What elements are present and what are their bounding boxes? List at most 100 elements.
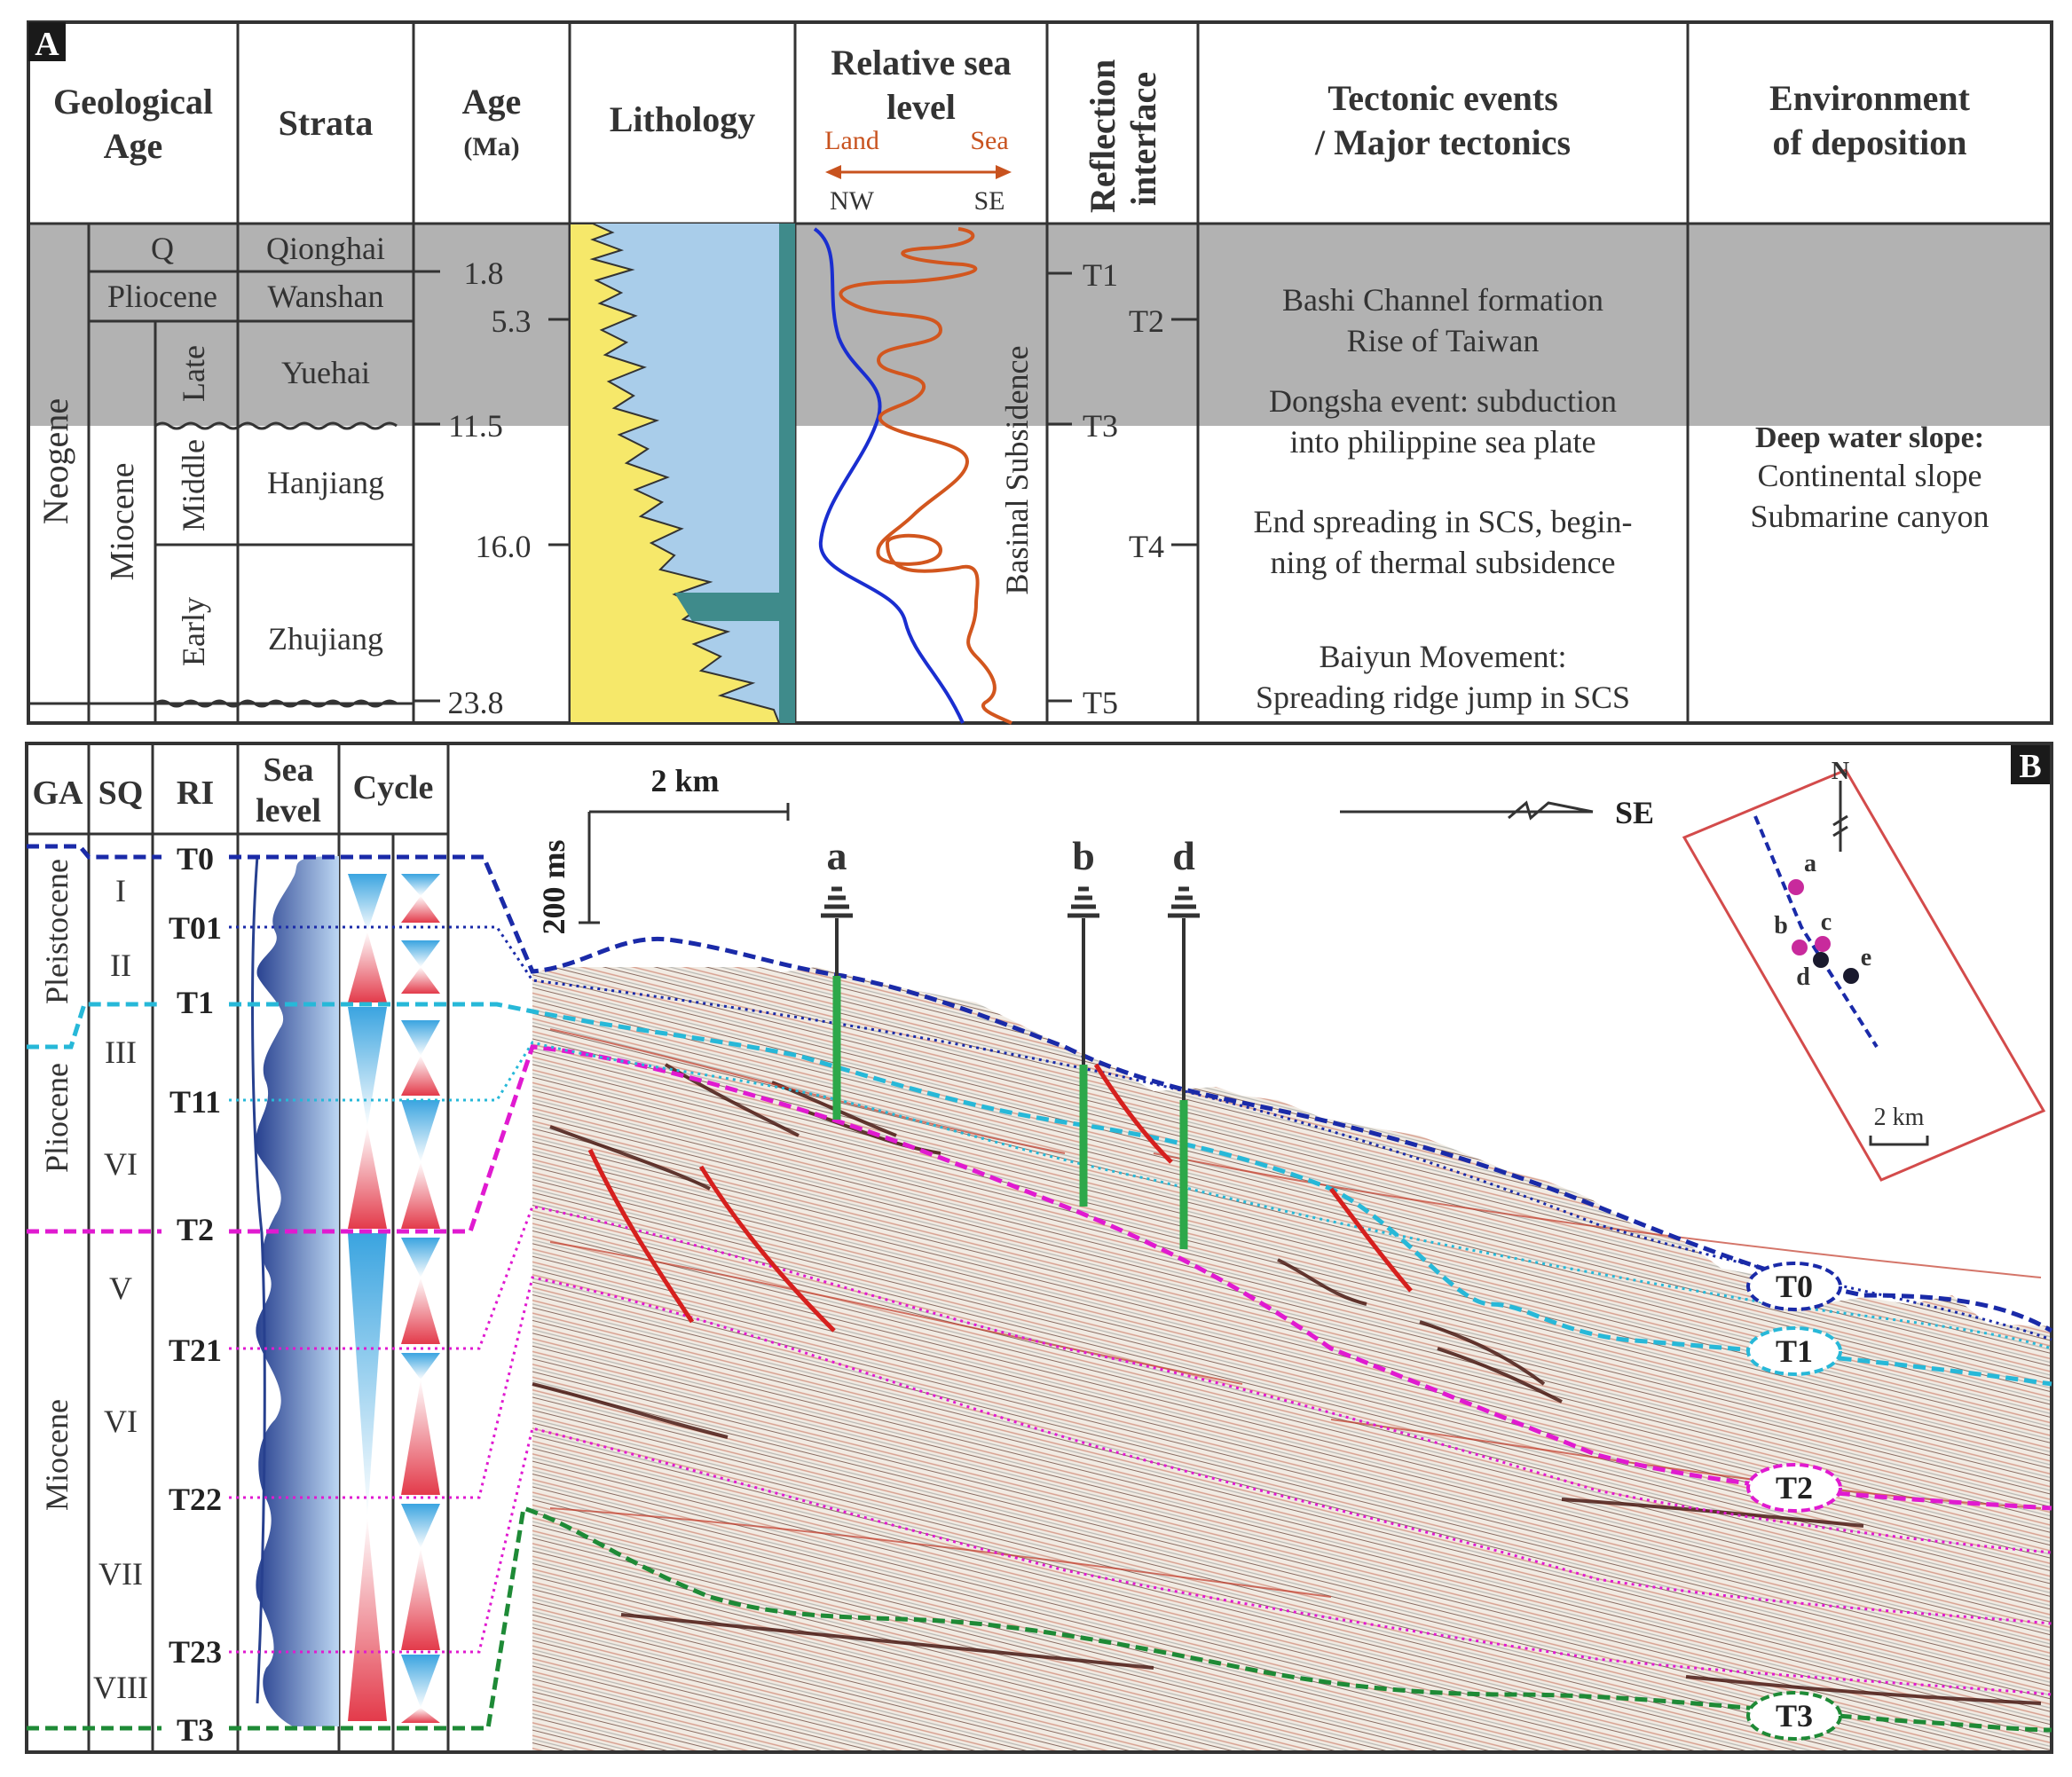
horizon-label-t1: T1 (1776, 1333, 1813, 1369)
sea-label: Sea (970, 126, 1008, 155)
inset-well-c: c (1821, 908, 1832, 936)
reflection-t4: T4 (1129, 529, 1164, 564)
age-5-3: 5.3 (492, 303, 532, 339)
sequence-vi-lower: VI (104, 1404, 138, 1439)
header-ri: RI (177, 774, 214, 812)
q-label: Q (151, 231, 174, 266)
header-level: level (256, 792, 321, 830)
scale-bar-label: 2 km (650, 763, 719, 798)
reflection-t3: T3 (1083, 408, 1118, 444)
tectonic-line-5: End spreading in SCS, begin- (1254, 504, 1633, 539)
lithology-column (569, 223, 795, 724)
ri-t21: T21 (169, 1333, 222, 1368)
well-d-label: d (1172, 833, 1195, 878)
tectonic-line-6: ning of thermal subsidence (1271, 545, 1616, 580)
well-d: d (1168, 833, 1200, 1249)
cycle-column (348, 874, 440, 1723)
header-reflection: Reflection (1083, 59, 1123, 213)
strata-hanjiang: Hanjiang (267, 465, 384, 500)
inset-well-a: a (1804, 850, 1816, 877)
age-1-8: 1.8 (464, 256, 504, 291)
ri-t23: T23 (169, 1634, 222, 1670)
header-interface: interface (1123, 72, 1163, 206)
header-strata: Strata (279, 103, 374, 143)
strata-wanshan: Wanshan (267, 279, 383, 314)
epoch-miocene: Miocene (39, 1399, 75, 1511)
basinal-subsidence: Basinal Subsidence (999, 346, 1035, 595)
strata-zhujiang: Zhujiang (268, 621, 383, 657)
ri-t3: T3 (177, 1712, 214, 1748)
direction-label: SE (1615, 795, 1654, 830)
header-major-tectonics: / Major tectonics (1314, 122, 1571, 162)
faults (587, 1063, 1413, 1333)
sequence-viii: VIII (93, 1670, 148, 1705)
header-sq: SQ (98, 774, 144, 812)
tectonic-line-4: into philippine sea plate (1290, 424, 1596, 460)
panel-b-border (25, 742, 2053, 1754)
location-inset: N a b c d e 2 km (1682, 758, 2046, 1182)
long-term-sea-level-curve (813, 227, 965, 724)
header-sea: Sea (264, 751, 314, 789)
tectonic-line-7: Baiyun Movement: (1320, 639, 1567, 674)
strata-yuehai: Yuehai (281, 355, 370, 390)
well-a-label: a (827, 833, 847, 878)
header-environment: Environment (1769, 78, 1971, 118)
environment-line-2: Submarine canyon (1751, 499, 1989, 534)
reflection-t1: T1 (1083, 257, 1118, 293)
tectonic-line-3: Dongsha event: subduction (1269, 383, 1617, 419)
miocene-label: Miocene (104, 463, 141, 581)
panel-a: A Geological Age Strata Age (Ma) Litholo… (27, 20, 2053, 725)
late-label: Late (176, 345, 211, 402)
horizon-t0 (27, 844, 2053, 1333)
tectonic-line-2: Rise of Taiwan (1347, 323, 1540, 358)
inset-well-d: d (1796, 963, 1810, 991)
sequence-vii: VII (98, 1556, 143, 1592)
panel-a-border (27, 20, 2053, 725)
short-term-sea-level-curve (839, 227, 1012, 725)
horizon-t2 (27, 1044, 2052, 1511)
header-deposition: of deposition (1773, 122, 1967, 162)
header-lithology: Lithology (610, 99, 755, 139)
ri-t22: T22 (169, 1482, 222, 1517)
inset-well-b: b (1774, 912, 1788, 940)
ri-t0: T0 (177, 841, 214, 877)
time-scale-label: 200 ms (536, 840, 571, 935)
horizon-label-t2: T2 (1776, 1470, 1813, 1506)
well-b-label: b (1072, 833, 1095, 878)
well-a: a (821, 833, 853, 1120)
header-ga: GA (33, 774, 84, 812)
header-geological: Geological (53, 82, 213, 122)
early-label: Early (176, 597, 211, 666)
age-23-8: 23.8 (448, 685, 504, 720)
sequence-v: V (109, 1270, 132, 1306)
inset-north: N (1832, 758, 1849, 785)
nw-label: NW (830, 186, 875, 216)
horizon-label-t0: T0 (1776, 1269, 1813, 1304)
header-cycle: Cycle (353, 769, 434, 806)
neogene-late-band (28, 224, 2052, 426)
horizon-t1 (27, 1002, 2052, 1387)
strata-qionghai: Qionghai (266, 231, 385, 266)
horizon-label-t3: T3 (1776, 1698, 1813, 1734)
header-tectonic: Tectonic events (1327, 78, 1558, 118)
sequence-iii: III (105, 1034, 137, 1070)
header-sea-level-1: Relative sea (831, 43, 1011, 83)
environment-title: Deep water slope: (1755, 421, 1984, 454)
tectonic-line-8: Spreading ridge jump in SCS (1256, 680, 1630, 715)
header-age-unit: (Ma) (463, 132, 519, 161)
environment-line-1: Continental slope (1758, 458, 1982, 493)
land-label: Land (824, 126, 879, 155)
age-16-0: 16.0 (476, 529, 532, 564)
inset-scale: 2 km (1874, 1104, 1925, 1131)
tectonic-line-1: Bashi Channel formation (1282, 282, 1603, 318)
age-11-5: 11.5 (448, 408, 503, 444)
header-age-word: Age (104, 126, 163, 166)
epoch-pleistocene: Pleistocene (39, 859, 75, 1004)
sequence-vi-upper: VI (104, 1146, 138, 1182)
se-label: SE (973, 186, 1004, 216)
sequence-ii: II (110, 947, 131, 983)
pliocene-label: Pliocene (107, 279, 217, 314)
middle-label: Middle (176, 439, 211, 531)
ri-t11: T11 (169, 1084, 221, 1120)
